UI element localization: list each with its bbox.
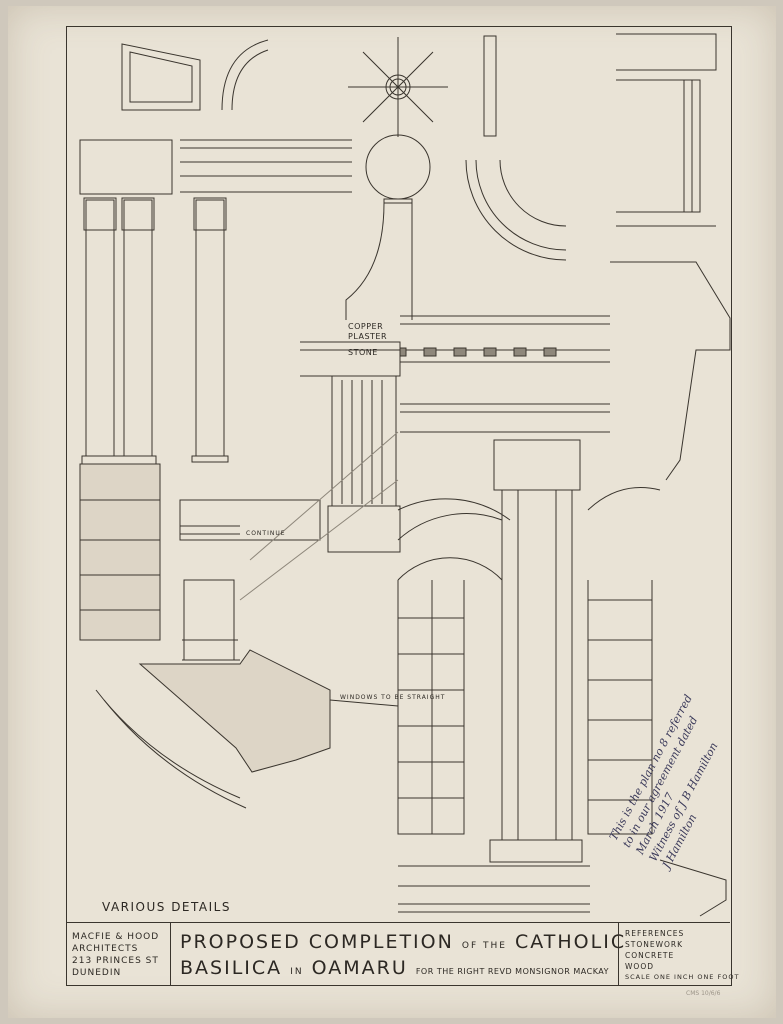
ref-wood: WOOD bbox=[625, 962, 654, 971]
firm-line2: ARCHITECTS bbox=[72, 944, 139, 954]
title-word-completion: COMPLETION bbox=[308, 931, 454, 953]
title-word-catholic: CATHOLIC bbox=[515, 931, 627, 953]
drawing-border bbox=[66, 26, 732, 986]
ref-concrete: CONCRETE bbox=[625, 951, 675, 960]
title-block: MACFIE & HOOD ARCHITECTS 213 PRINCES ST … bbox=[66, 922, 738, 985]
title-word-proposed: PROPOSED bbox=[180, 931, 301, 953]
title-word-in: IN bbox=[290, 967, 304, 977]
firm-name: MACFIE & HOOD ARCHITECTS 213 PRINCES ST … bbox=[72, 931, 159, 979]
title-word-oamaru: OAMARU bbox=[311, 957, 408, 979]
scale-note: SCALE ONE INCH ONE FOOT bbox=[625, 973, 740, 981]
ref-stonework: STONEWORK bbox=[625, 940, 684, 949]
firm-line3: 213 PRINCES ST bbox=[72, 956, 159, 966]
label-window-note: WINDOWS TO BE STRAIGHT bbox=[340, 694, 446, 701]
firm-line1: MACFIE & HOOD bbox=[72, 932, 160, 942]
title-line2: BASILICA IN OAMARU FOR THE RIGHT REVD MO… bbox=[180, 957, 609, 979]
label-stone: STONE bbox=[348, 348, 378, 357]
references-box: REFERENCES STONEWORK CONCRETE WOOD SCALE… bbox=[618, 923, 738, 985]
title-client: FOR THE RIGHT REVD MONSIGNOR MACKAY bbox=[415, 967, 610, 976]
label-plaster: PLASTER bbox=[348, 332, 388, 341]
firm-box: MACFIE & HOOD ARCHITECTS 213 PRINCES ST … bbox=[66, 923, 171, 985]
firm-line4: DUNEDIN bbox=[72, 968, 122, 978]
section-title: VARIOUS DETAILS bbox=[102, 900, 231, 914]
archive-stamp: CMS 10/6/6 bbox=[686, 990, 721, 997]
references-heading: REFERENCES bbox=[625, 929, 685, 938]
references-list: REFERENCES STONEWORK CONCRETE WOOD SCALE… bbox=[625, 928, 739, 983]
title-word-of-the: OF THE bbox=[461, 941, 507, 951]
label-copper: COPPER bbox=[348, 322, 384, 331]
label-continue: CONTINUE bbox=[246, 530, 286, 537]
title-word-basilica: BASILICA bbox=[180, 957, 283, 979]
title-line1: PROPOSED COMPLETION OF THE CATHOLIC bbox=[180, 931, 626, 953]
